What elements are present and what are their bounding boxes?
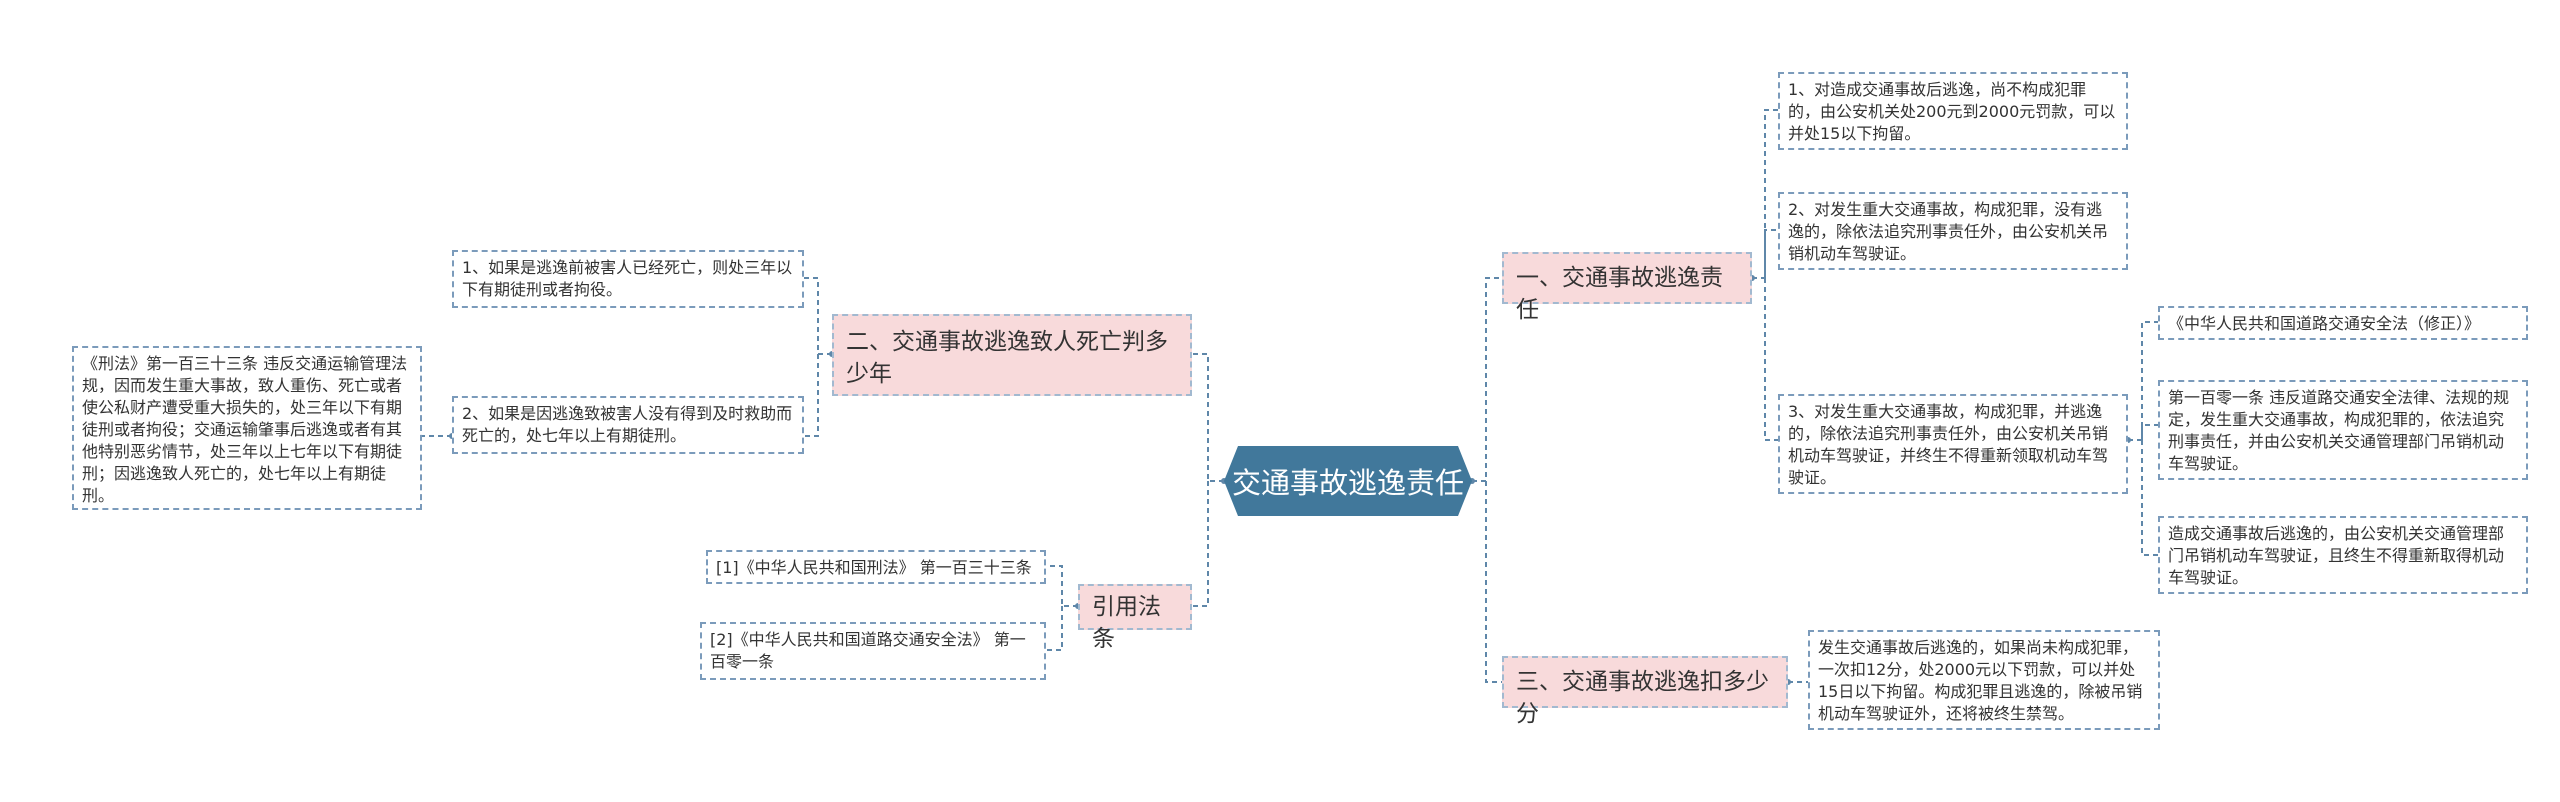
branch-label: 二、交通事故逃逸致人死亡判多少年 (846, 329, 1168, 387)
liability-item-2[interactable]: 2、对发生重大交通事故，构成犯罪，没有逃逸的，除依法追究刑事责任外，由公安机关吊… (1778, 192, 2128, 270)
law-escape-clause[interactable]: 造成交通事故后逃逸的，由公安机关交通管理部门吊销机动车驾驶证，且终生不得重新取得… (2158, 516, 2528, 594)
criminal-law-article[interactable]: 《刑法》第一百三十三条 违反交通运输管理法规，因而发生重大事故，致人重伤、死亡或… (72, 346, 422, 510)
branch-escape-liability[interactable]: 一、交通事故逃逸责任 (1502, 252, 1752, 323)
connector-dot (1785, 679, 1791, 685)
citation-1[interactable]: [1]《中华人民共和国刑法》 第一百三十三条 (706, 550, 1046, 584)
liability-item-1[interactable]: 1、对造成交通事故后逃逸，尚不构成犯罪的，由公安机关处200元到2000元罚款，… (1778, 72, 2128, 150)
connector-dot (1469, 478, 1475, 484)
law-title[interactable]: 《中华人民共和国道路交通安全法（修正）》 (2158, 306, 2528, 340)
connector-dot (1749, 275, 1755, 281)
root-title: 交通事故逃逸责任 (1231, 466, 1464, 500)
root-topic[interactable]: 交通事故逃逸责任 (1224, 446, 1472, 516)
citation-2[interactable]: [2]《中华人民共和国道路交通安全法》 第一百零一条 (700, 622, 1046, 680)
points-item[interactable]: 发生交通事故后逃逸的，如果尚未构成犯罪，一次扣12分，处2000元以下罚款，可以… (1808, 630, 2160, 730)
branch-points-deducted[interactable]: 三、交通事故逃逸扣多少分 (1502, 656, 1788, 727)
branch-label: 一、交通事故逃逸责任 (1516, 265, 1723, 323)
law-article-101[interactable]: 第一百零一条 违反道路交通安全法律、法规的规定，发生重大交通事故，构成犯罪的，依… (2158, 380, 2528, 480)
connector-dot (2125, 437, 2131, 443)
branch-death-sentence[interactable]: 二、交通事故逃逸致人死亡判多少年 (832, 314, 1192, 396)
branch-citations[interactable]: 引用法条 (1078, 584, 1192, 652)
branch-label: 三、交通事故逃逸扣多少分 (1516, 669, 1769, 727)
branch-label: 引用法条 (1092, 594, 1161, 652)
death-item-1[interactable]: 1、如果是逃逸前被害人已经死亡，则处三年以下有期徒刑或者拘役。 (452, 250, 804, 308)
liability-item-3[interactable]: 3、对发生重大交通事故，构成犯罪，并逃逸的，除依法追究刑事责任外，由公安机关吊销… (1778, 394, 2128, 494)
death-item-2[interactable]: 2、如果是因逃逸致被害人没有得到及时救助而死亡的，处七年以上有期徒刑。 (452, 396, 804, 454)
